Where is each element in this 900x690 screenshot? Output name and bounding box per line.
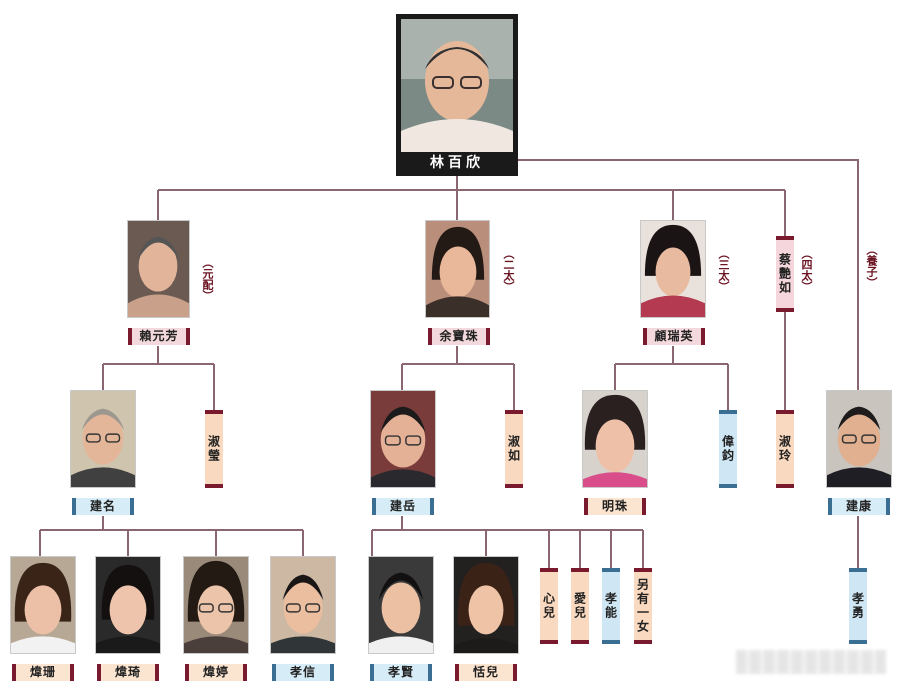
- spouse-portrait-yuanpei: [127, 220, 190, 318]
- spouse-note-sitai: （四太）: [800, 248, 813, 292]
- root-person-card[interactable]: 林百欣: [396, 14, 518, 176]
- grandchild-name-xiaoxian: 孝賢: [370, 664, 432, 681]
- grandchild-portrait-tianer: [453, 556, 519, 654]
- child-name-shuling: 淑玲: [776, 410, 794, 488]
- grandchild-portrait-wei3: [183, 556, 249, 654]
- root-portrait: [401, 19, 513, 152]
- spouse-name-ertai: 余寶珠: [428, 328, 490, 345]
- grandchild-portrait-wei2: [95, 556, 161, 654]
- spouse-portrait-santai: [640, 220, 706, 318]
- child-portrait-jiankang: [826, 390, 892, 488]
- spouse-name-sitai: 蔡艷如: [776, 236, 794, 312]
- spouse-note-santai: （三太）: [717, 248, 730, 292]
- watermark: [736, 650, 886, 674]
- grandchild-portrait-xiaoxian: [368, 556, 434, 654]
- child-portrait-mingzhu: [582, 390, 648, 488]
- spouse-name-yuanpei: 賴元芳: [128, 328, 190, 345]
- child-name-jianming: 建名: [72, 498, 134, 515]
- grandchild-name-tianer: 恬兒: [455, 664, 517, 681]
- grandchild-portrait-xiaoxin: [270, 556, 336, 654]
- grandchild-name-wei3: 煒婷: [185, 664, 247, 681]
- child-name-mingzhu: 明珠: [584, 498, 646, 515]
- spouse-name-santai: 顧瑞英: [643, 328, 705, 345]
- grandchild-name-wei2: 煒琦: [97, 664, 159, 681]
- grandchild-name-xiaoneng: 孝能: [602, 568, 620, 644]
- grandchild-name-xiaoxin: 孝信: [272, 664, 334, 681]
- adopted-note: （養子）: [865, 244, 878, 288]
- child-name-shuying: 淑瑩: [205, 410, 223, 488]
- spouse-portrait-ertai: [425, 220, 490, 318]
- grandchild-name-lingyounv: 另有一女: [634, 568, 652, 644]
- grandchild-portrait-wei1: [10, 556, 76, 654]
- child-portrait-jianming: [70, 390, 136, 488]
- child-name-jianyue: 建岳: [372, 498, 434, 515]
- child-name-jiankang: 建康: [828, 498, 890, 515]
- spouse-note-yuanpei: （元配）: [201, 257, 214, 301]
- root-name-label: 林百欣: [430, 155, 484, 171]
- grandchild-name-wei1: 煒珊: [12, 664, 74, 681]
- grandchild-name-xiaoyong: 孝勇: [849, 568, 867, 644]
- child-portrait-jianyue: [370, 390, 436, 488]
- child-name-weijun: 偉鈞: [719, 410, 737, 488]
- grandchild-name-xiner: 心兒: [540, 568, 558, 644]
- spouse-note-ertai: （二太）: [502, 248, 515, 292]
- grandchild-name-aier: 愛兒: [571, 568, 589, 644]
- child-name-shuru: 淑如: [505, 410, 523, 488]
